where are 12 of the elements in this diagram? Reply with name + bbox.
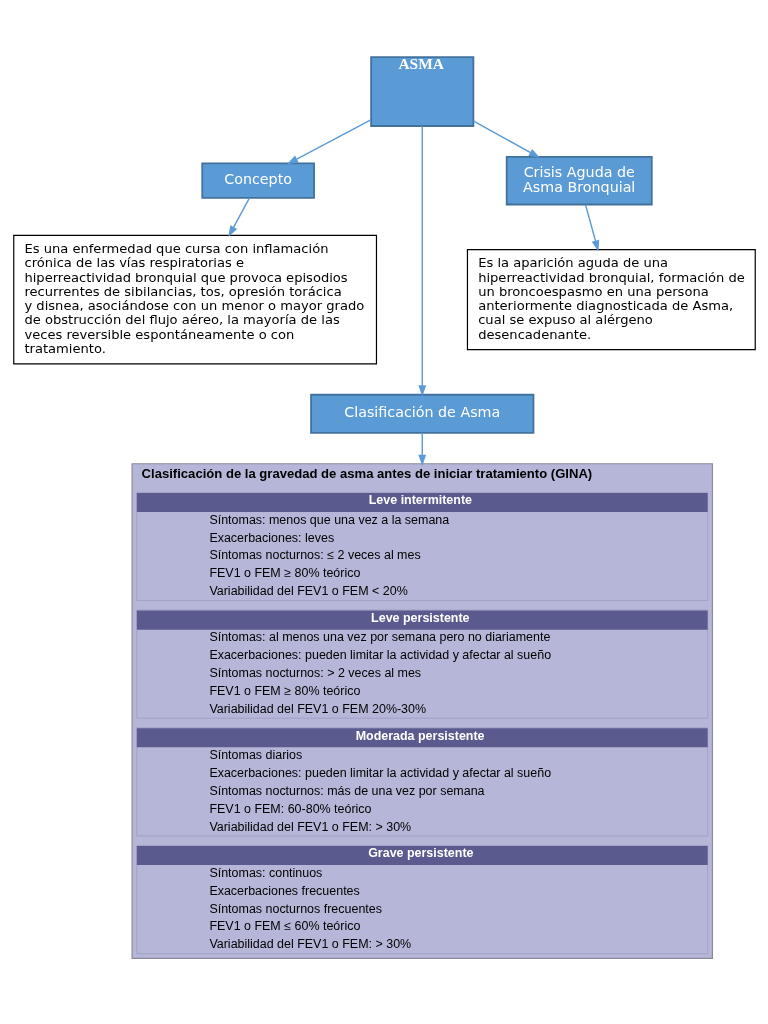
arrow [417, 431, 426, 466]
arrow [227, 196, 250, 237]
node-box: Es la aparición aguda de una hiperreactividad bronquial, formación de un broncoespasmo en una persona anteriormente diagnosticada de Asma, cual se expuso al alérgeno desencadenante. [466, 248, 756, 350]
node-box: Es una enfermedad que cursa con inflamación crónica de las vías respiratorias e hiperreactividad bronquial que provoca episodios recurrentes de sibilancias, tos, opresión torácica y disnea, asociándose con un menor o mayor grado de obstrucción del flujo aéreo, la mayoría de las veces reversible espontáneamente o con tratamiento. [12, 234, 377, 364]
arrow [417, 124, 426, 397]
arrow [286, 118, 371, 164]
arrow [472, 119, 540, 158]
arrow [584, 203, 599, 251]
node-box: ASMA [369, 55, 474, 127]
node-box: Concepto [200, 162, 315, 199]
node-box: Clasificación de Asma [309, 393, 534, 434]
node-box: Crisis Aguda de Asma Bronquial [505, 155, 653, 205]
